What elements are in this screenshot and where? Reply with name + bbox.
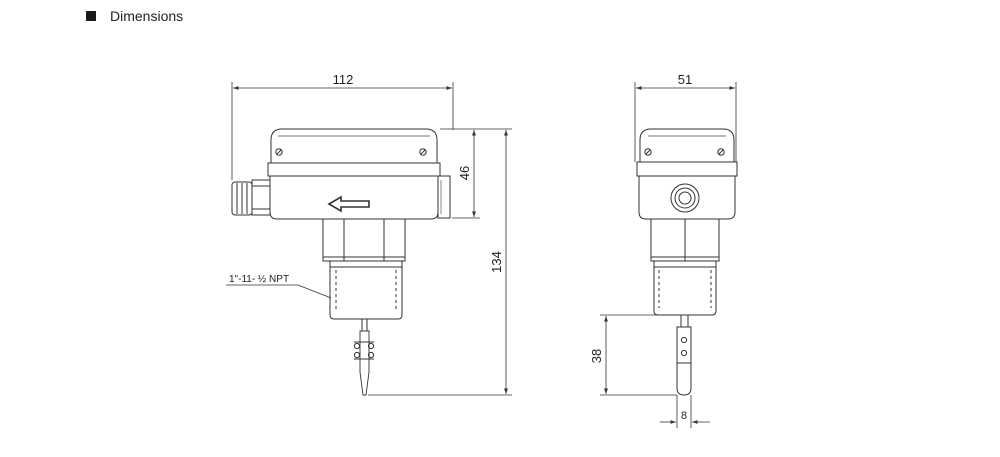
side-hex-nut [650,218,720,262]
dimension-width-side [634,82,737,162]
front-thread-fitting [329,260,403,320]
thread-callout-leader [226,284,332,299]
dimension-paddle-length [600,314,677,396]
dimension-housing-height [440,128,512,219]
side-cable-gland [670,183,700,213]
dimension-paddle-length-label: 38 [589,349,604,363]
section-title: Dimensions [110,8,184,24]
flow-direction-arrow-icon [327,195,370,213]
side-thread-fitting [653,260,717,316]
side-paddle [676,314,692,396]
side-lid [639,128,735,162]
side-view [636,128,738,396]
square-bullet-icon [86,11,96,21]
thread-callout-label: 1"-11- ½ NPT [229,274,289,285]
dimension-width-front [231,82,454,180]
dimension-housing-height-label: 46 [457,166,472,180]
front-cable-gland [231,179,271,216]
dimension-paddle-width-label: 8 [681,410,687,422]
front-view [231,128,451,396]
front-paddle [353,318,375,396]
front-housing [267,162,451,220]
front-lid [270,128,438,164]
dimension-paddle-width [660,395,710,428]
side-housing [636,161,738,220]
dimension-width-front-label: 112 [333,72,354,87]
front-hex-nut [322,218,406,262]
dimension-width-side-label: 51 [678,72,692,87]
section-heading: Dimensions [86,7,183,25]
dimension-total-height-label: 134 [489,251,504,273]
dimension-total-height [368,130,512,396]
